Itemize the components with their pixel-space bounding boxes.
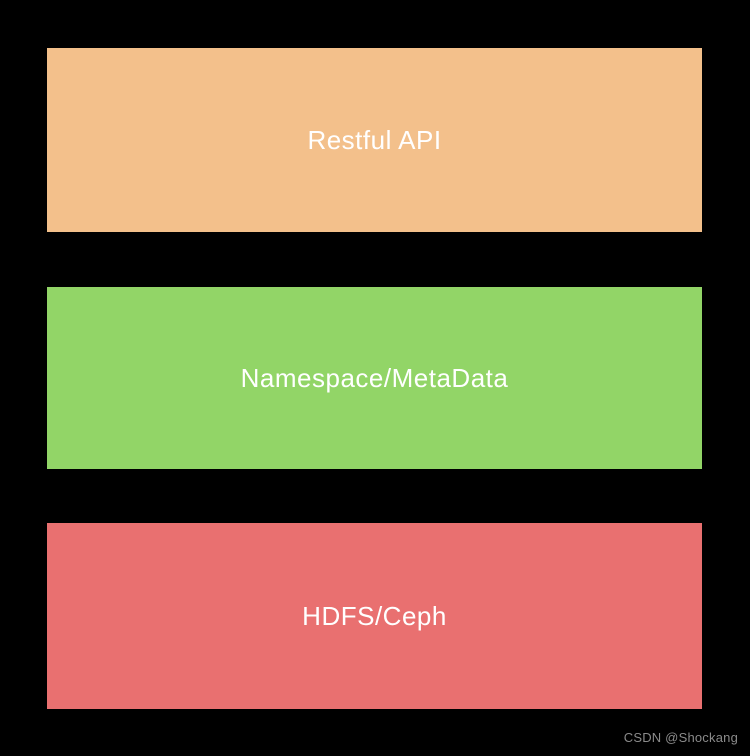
layer-restful-api-label: Restful API: [307, 124, 442, 155]
csdn-watermark: CSDN @Shockang: [623, 730, 738, 745]
layer-namespace-metadata: Namespace/MetaData: [47, 287, 702, 469]
layer-restful-api: Restful API: [47, 48, 702, 232]
layer-hdfs-ceph: HDFS/Ceph: [47, 523, 702, 709]
layer-namespace-metadata-label: Namespace/MetaData: [240, 362, 509, 393]
layer-hdfs-ceph-label: HDFS/Ceph: [302, 600, 447, 631]
